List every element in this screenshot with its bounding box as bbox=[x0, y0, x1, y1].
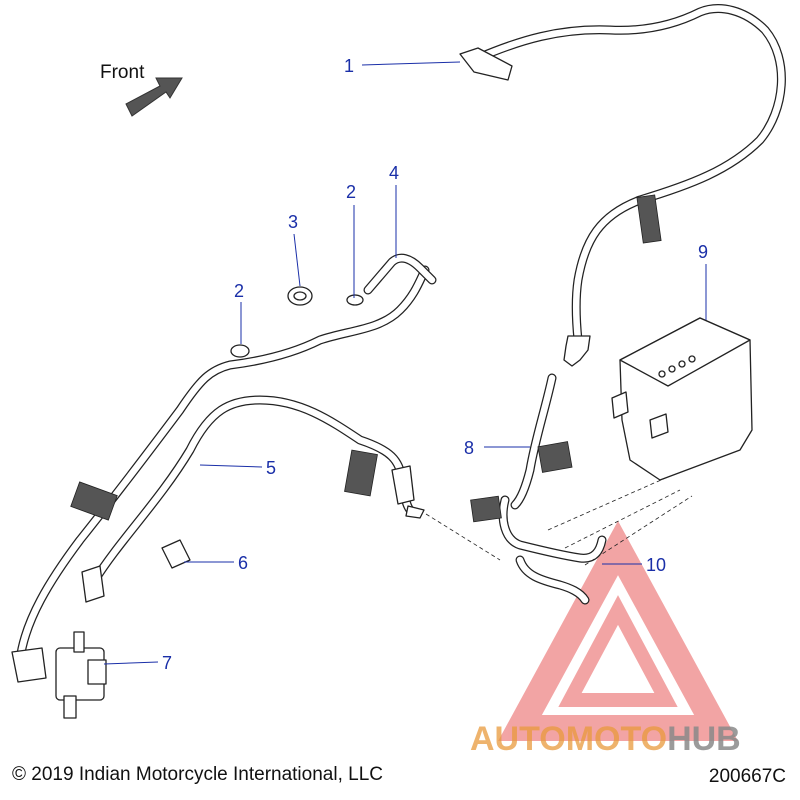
alignment-lines bbox=[425, 475, 693, 566]
hose-elbow bbox=[363, 253, 437, 295]
callout-4: 4 bbox=[389, 163, 399, 183]
watermark-text-part2: HUB bbox=[667, 720, 741, 758]
hose-clamp bbox=[230, 344, 250, 358]
callout-2: 2 bbox=[234, 281, 244, 301]
callout-6: 6 bbox=[238, 553, 248, 573]
callout-1: 1 bbox=[344, 56, 354, 76]
charcoal-canister bbox=[611, 317, 753, 481]
callout-2: 2 bbox=[346, 182, 356, 202]
figure-code: 200667C bbox=[708, 766, 786, 787]
vent-hose-upper bbox=[459, 4, 786, 367]
callout-7: 7 bbox=[162, 653, 172, 673]
direction-label: Front bbox=[100, 62, 145, 83]
callout-3: 3 bbox=[288, 212, 298, 232]
hose-clip bbox=[287, 286, 313, 306]
purge-valve bbox=[55, 631, 107, 719]
vent-hose-lower bbox=[81, 395, 425, 603]
manifold-hoses bbox=[470, 495, 607, 605]
callout-10: 10 bbox=[646, 555, 666, 575]
callout-5: 5 bbox=[266, 458, 276, 478]
copyright-notice: © 2019 Indian Motorcycle International, … bbox=[12, 764, 383, 785]
vent-hose-left bbox=[11, 265, 430, 683]
callout-8: 8 bbox=[464, 438, 474, 458]
front-arrow-icon bbox=[125, 77, 183, 117]
watermark-text-part1: AUTOMOTO bbox=[470, 720, 667, 758]
watermark-text: AUTOMOTOHUB bbox=[470, 720, 741, 758]
rubber-grommet bbox=[161, 539, 191, 569]
callout-9: 9 bbox=[698, 242, 708, 262]
hose-clamp bbox=[346, 294, 364, 306]
automotohub-logo-icon bbox=[498, 520, 738, 741]
canister-hose bbox=[510, 373, 573, 510]
